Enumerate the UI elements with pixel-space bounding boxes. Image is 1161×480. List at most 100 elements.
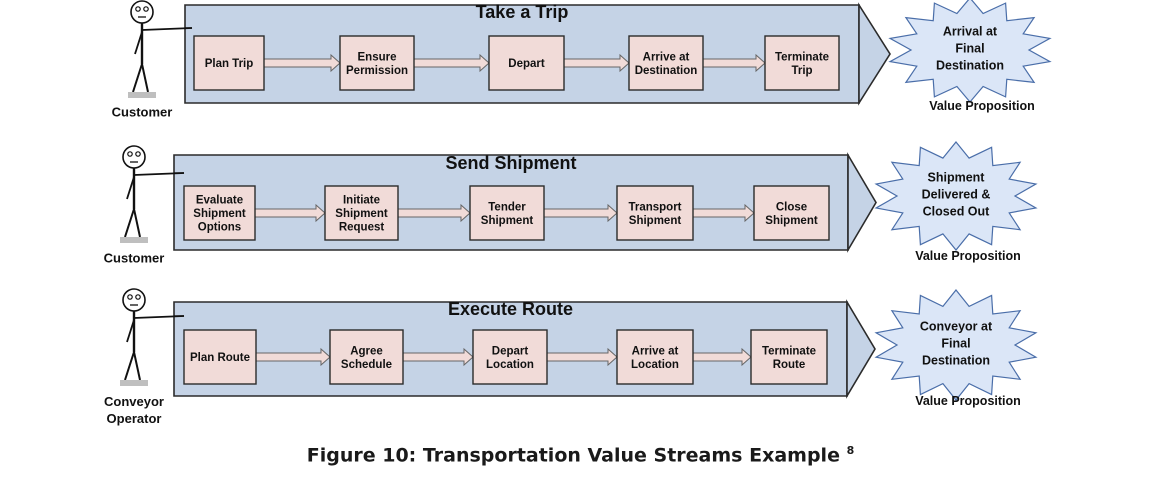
value-outcome-label-line: Destination — [936, 58, 1004, 72]
person-arm — [126, 176, 135, 200]
process-step-label-line: Request — [339, 222, 385, 234]
process-step-label-line: Ensure — [358, 51, 397, 63]
value-outcome-label-line: Closed Out — [923, 204, 991, 218]
step-connector-arrow — [543, 203, 618, 223]
person-eye — [135, 294, 141, 300]
process-step-label: Arrive at Location — [631, 345, 679, 371]
process-step-box — [616, 329, 694, 385]
process-step-box — [324, 185, 399, 241]
step-connector-arrow — [254, 203, 326, 223]
person-arm — [134, 31, 143, 55]
person-leg — [133, 208, 141, 238]
process-step: Plan Route — [183, 329, 257, 385]
actor-label: Customer — [104, 251, 165, 266]
process-step-label-line: Agree — [350, 345, 383, 357]
step-connector-arrow — [692, 347, 752, 367]
step-connector-arrow — [402, 347, 474, 367]
step-connector-arrow — [263, 53, 341, 73]
process-step-box — [183, 329, 257, 385]
caption-text: Figure 10: Transportation Value Streams … — [306, 444, 840, 467]
process-step-box — [329, 329, 404, 385]
process-step-box — [753, 185, 830, 241]
value-burst — [874, 289, 1038, 401]
process-step-label-line: Trip — [791, 65, 812, 77]
process-step-label-line: Shipment — [193, 208, 246, 220]
person-leg — [141, 63, 149, 93]
stream-title: Execute Route — [448, 299, 573, 319]
person-eye — [127, 294, 133, 300]
process-step-label-line: Route — [773, 359, 806, 371]
process-step-box — [616, 185, 694, 241]
person-leg — [124, 351, 135, 381]
actor-label: Customer — [112, 105, 173, 120]
process-step-label-line: Terminate — [762, 345, 816, 357]
caption-footnote: 8 — [846, 444, 855, 457]
process-step-label: Plan Trip — [205, 58, 254, 70]
person-head — [130, 0, 154, 24]
process-step-label: Depart — [508, 58, 545, 70]
actor-label-line: Operator — [107, 411, 162, 426]
actor-label-line: Customer — [104, 251, 165, 266]
value-burst — [874, 141, 1038, 251]
person-head — [122, 145, 146, 169]
value-burst — [888, 0, 1052, 103]
process-step-box — [193, 35, 265, 91]
stream-band-tip — [847, 152, 877, 253]
process-step-label-line: Shipment — [765, 215, 818, 227]
actor-label-line: Customer — [112, 105, 173, 120]
process-step: Depart — [488, 35, 565, 91]
process-step-label-line: Schedule — [341, 359, 392, 371]
stream-title: Send Shipment — [445, 153, 576, 173]
process-step-label: Plan Route — [190, 352, 250, 364]
person-eye — [135, 151, 141, 157]
process-step-label-line: Transport — [628, 201, 681, 213]
person-arm-pointing — [141, 27, 193, 31]
process-step-label-line: Arrive at — [632, 345, 679, 357]
process-step-box — [750, 329, 828, 385]
process-step-label-line: Destination — [635, 65, 698, 77]
person-eye — [127, 151, 133, 157]
person-eye — [135, 6, 141, 12]
value-outcome-label-line: Arrival at — [943, 24, 998, 38]
process-step-box — [472, 329, 548, 385]
process-step-box — [469, 185, 545, 241]
stream-title: Take a Trip — [476, 2, 569, 22]
actor-label-line: Conveyor — [104, 394, 164, 409]
person-shadow — [120, 237, 148, 243]
person-eye — [143, 6, 149, 12]
process-step-box — [339, 35, 415, 91]
value-outcome-label-line: Conveyor at — [920, 319, 993, 333]
process-step-label-line: Shipment — [335, 208, 388, 220]
step-connector-arrow — [397, 203, 471, 223]
stream-band-tip — [846, 299, 876, 399]
process-step-label-line: Depart — [508, 58, 545, 70]
value-outcome-label-line: Shipment — [928, 170, 986, 184]
step-connector-arrow — [563, 53, 630, 73]
figure-caption: Figure 10: Transportation Value Streams … — [0, 444, 1161, 466]
person-leg — [133, 351, 141, 381]
step-connector-arrow — [546, 347, 618, 367]
process-step-label-line: Location — [631, 359, 679, 371]
process-step: Arrive at Location — [616, 329, 694, 385]
